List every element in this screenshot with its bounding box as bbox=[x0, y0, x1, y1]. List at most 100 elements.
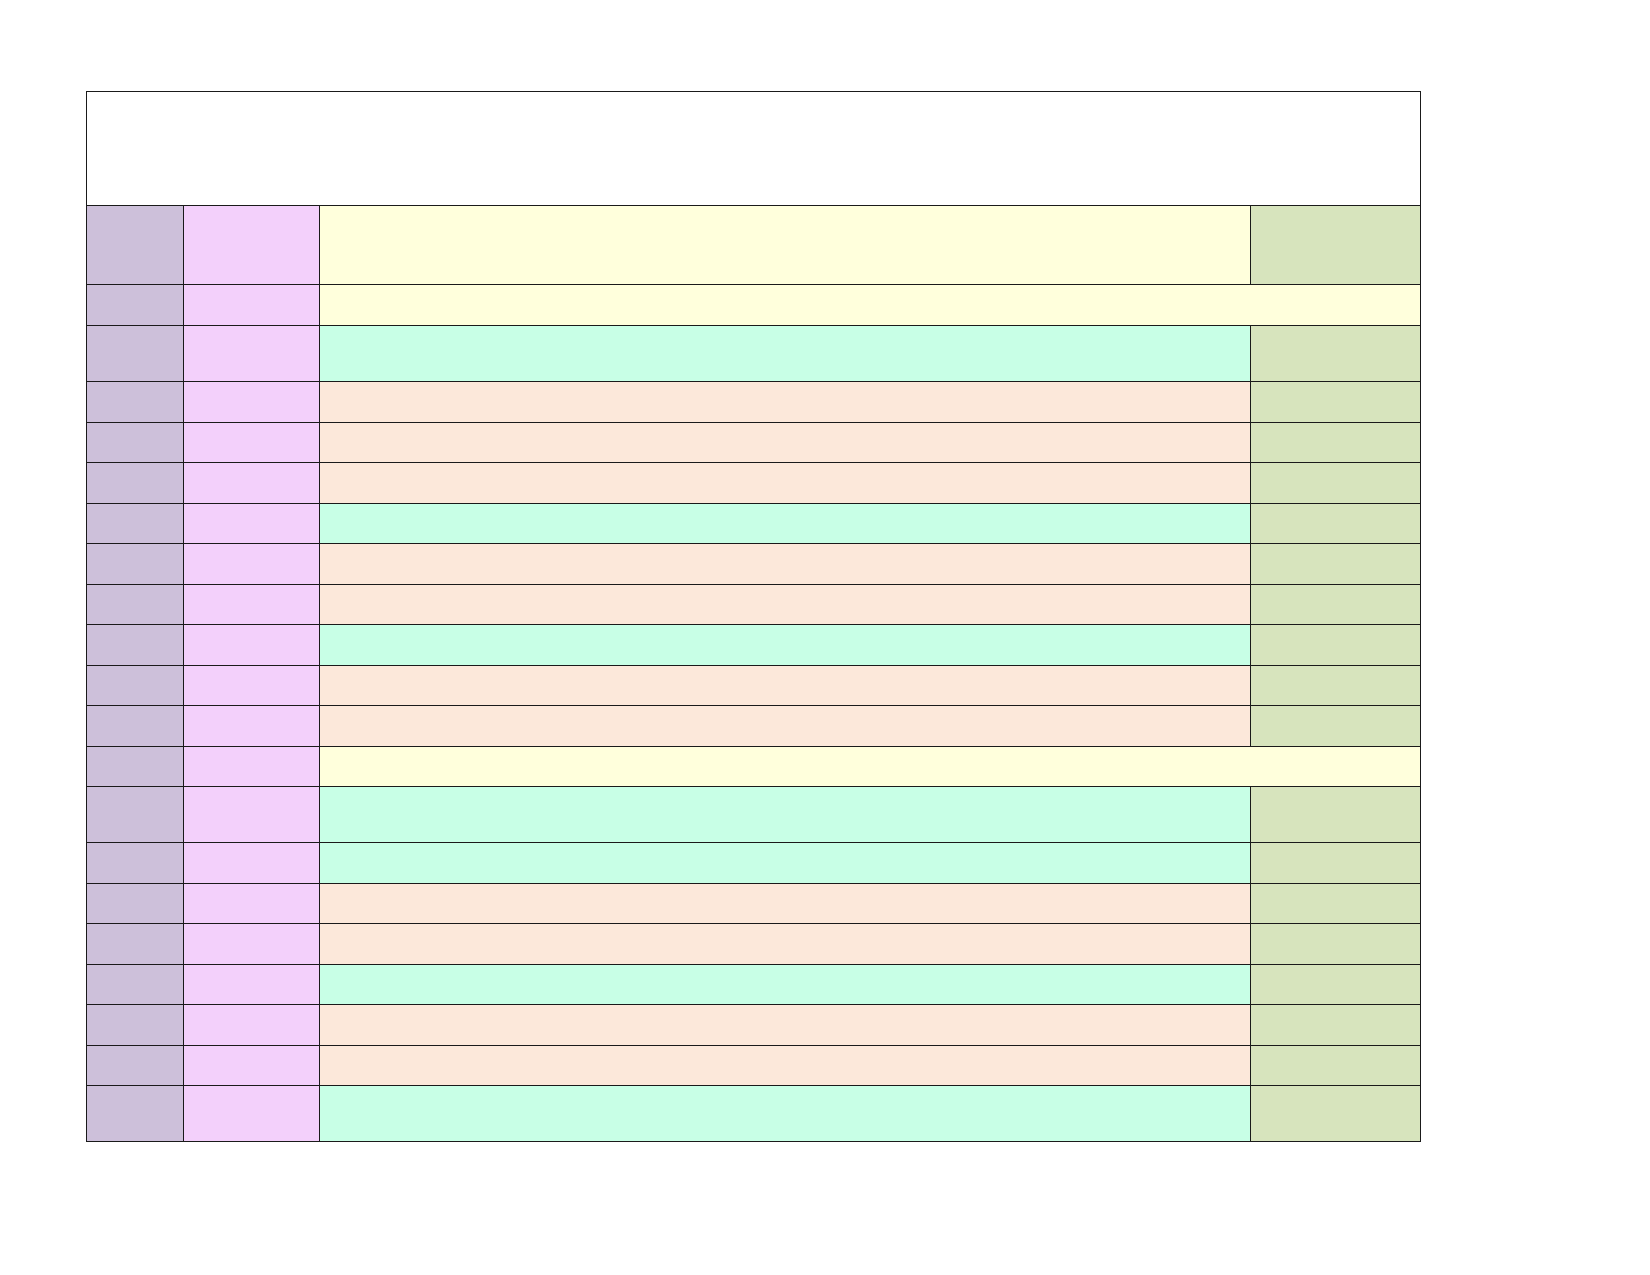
cell-col-c[interactable] bbox=[319, 1004, 1251, 1046]
table-row bbox=[85, 624, 1422, 666]
cell-col-c[interactable] bbox=[319, 205, 1251, 285]
cell-col-d[interactable] bbox=[1249, 1085, 1422, 1142]
table-row bbox=[85, 746, 1421, 787]
table-row bbox=[85, 883, 1422, 924]
table-row bbox=[85, 503, 1422, 544]
cell-col-d[interactable] bbox=[1249, 786, 1422, 843]
cell-col-a[interactable] bbox=[85, 964, 185, 1005]
section-band-cell[interactable] bbox=[319, 284, 1421, 326]
cell-col-c[interactable] bbox=[319, 923, 1251, 965]
cell-col-b[interactable] bbox=[183, 381, 321, 423]
cell-col-c[interactable] bbox=[319, 624, 1251, 666]
table-row bbox=[85, 665, 1422, 706]
table-row bbox=[85, 284, 1421, 326]
cell-col-a[interactable] bbox=[85, 325, 185, 382]
cell-col-b[interactable] bbox=[183, 284, 321, 326]
cell-col-c[interactable] bbox=[319, 422, 1251, 463]
cell-col-a[interactable] bbox=[85, 503, 185, 544]
title-row bbox=[86, 91, 1421, 206]
cell-col-c[interactable] bbox=[319, 503, 1251, 544]
cell-col-a[interactable] bbox=[85, 1045, 185, 1086]
cell-col-a[interactable] bbox=[85, 665, 185, 706]
cell-col-b[interactable] bbox=[183, 923, 321, 965]
cell-col-b[interactable] bbox=[183, 1085, 321, 1142]
cell-col-d[interactable] bbox=[1249, 503, 1422, 544]
cell-col-d[interactable] bbox=[1249, 422, 1422, 463]
cell-col-b[interactable] bbox=[183, 543, 321, 585]
cell-col-a[interactable] bbox=[85, 746, 185, 787]
cell-col-a[interactable] bbox=[85, 842, 185, 884]
cell-col-c[interactable] bbox=[319, 1085, 1251, 1142]
cell-col-a[interactable] bbox=[85, 381, 185, 423]
cell-col-c[interactable] bbox=[319, 964, 1251, 1005]
cell-col-b[interactable] bbox=[183, 422, 321, 463]
cell-col-d[interactable] bbox=[1249, 842, 1422, 884]
title-cell bbox=[86, 91, 1421, 206]
cell-col-a[interactable] bbox=[85, 705, 185, 747]
cell-col-b[interactable] bbox=[183, 462, 321, 504]
cell-col-d[interactable] bbox=[1249, 964, 1422, 1005]
cell-col-b[interactable] bbox=[183, 205, 321, 285]
cell-col-c[interactable] bbox=[319, 705, 1251, 747]
cell-col-a[interactable] bbox=[85, 543, 185, 585]
cell-col-c[interactable] bbox=[319, 325, 1251, 382]
cell-col-d[interactable] bbox=[1249, 325, 1422, 382]
cell-col-c[interactable] bbox=[319, 786, 1251, 843]
cell-col-c[interactable] bbox=[319, 543, 1251, 585]
cell-col-d[interactable] bbox=[1249, 883, 1422, 924]
cell-col-b[interactable] bbox=[183, 325, 321, 382]
table-row bbox=[85, 462, 1422, 504]
cell-col-c[interactable] bbox=[319, 883, 1251, 924]
cell-col-d[interactable] bbox=[1249, 462, 1422, 504]
cell-col-b[interactable] bbox=[183, 1004, 321, 1046]
cell-col-b[interactable] bbox=[183, 786, 321, 843]
cell-col-c[interactable] bbox=[319, 381, 1251, 423]
cell-col-b[interactable] bbox=[183, 746, 321, 787]
table-row bbox=[85, 381, 1422, 423]
cell-col-a[interactable] bbox=[85, 883, 185, 924]
cell-col-c[interactable] bbox=[319, 1045, 1251, 1086]
table-row bbox=[85, 422, 1422, 463]
cell-col-b[interactable] bbox=[183, 1045, 321, 1086]
cell-col-a[interactable] bbox=[85, 284, 185, 326]
cell-col-a[interactable] bbox=[85, 786, 185, 843]
cell-col-b[interactable] bbox=[183, 665, 321, 706]
cell-col-d[interactable] bbox=[1249, 1004, 1422, 1046]
cell-col-d[interactable] bbox=[1249, 543, 1422, 585]
cell-col-d[interactable] bbox=[1249, 381, 1422, 423]
cell-col-d[interactable] bbox=[1249, 665, 1422, 706]
cell-col-d[interactable] bbox=[1249, 584, 1422, 625]
cell-col-a[interactable] bbox=[85, 923, 185, 965]
table-row bbox=[85, 923, 1422, 965]
cell-col-a[interactable] bbox=[85, 624, 185, 666]
cell-col-a[interactable] bbox=[85, 205, 185, 285]
cell-col-a[interactable] bbox=[85, 422, 185, 463]
table-row bbox=[85, 325, 1422, 382]
cell-col-a[interactable] bbox=[85, 584, 185, 625]
cell-col-d[interactable] bbox=[1249, 205, 1422, 285]
table-row bbox=[85, 842, 1422, 884]
table-row bbox=[85, 786, 1422, 843]
cell-col-b[interactable] bbox=[183, 705, 321, 747]
section-band-cell[interactable] bbox=[319, 746, 1421, 787]
table-row bbox=[85, 1004, 1422, 1046]
cell-col-b[interactable] bbox=[183, 964, 321, 1005]
cell-col-d[interactable] bbox=[1249, 1045, 1422, 1086]
cell-col-b[interactable] bbox=[183, 584, 321, 625]
cell-col-c[interactable] bbox=[319, 842, 1251, 884]
cell-col-c[interactable] bbox=[319, 584, 1251, 625]
table-row bbox=[85, 705, 1422, 747]
cell-col-c[interactable] bbox=[319, 462, 1251, 504]
cell-col-b[interactable] bbox=[183, 624, 321, 666]
cell-col-a[interactable] bbox=[85, 1085, 185, 1142]
cell-col-b[interactable] bbox=[183, 503, 321, 544]
cell-col-d[interactable] bbox=[1249, 624, 1422, 666]
cell-col-b[interactable] bbox=[183, 883, 321, 924]
cell-col-c[interactable] bbox=[319, 665, 1251, 706]
table-row bbox=[85, 543, 1422, 585]
cell-col-b[interactable] bbox=[183, 842, 321, 884]
cell-col-d[interactable] bbox=[1249, 705, 1422, 747]
cell-col-d[interactable] bbox=[1249, 923, 1422, 965]
cell-col-a[interactable] bbox=[85, 1004, 185, 1046]
cell-col-a[interactable] bbox=[85, 462, 185, 504]
